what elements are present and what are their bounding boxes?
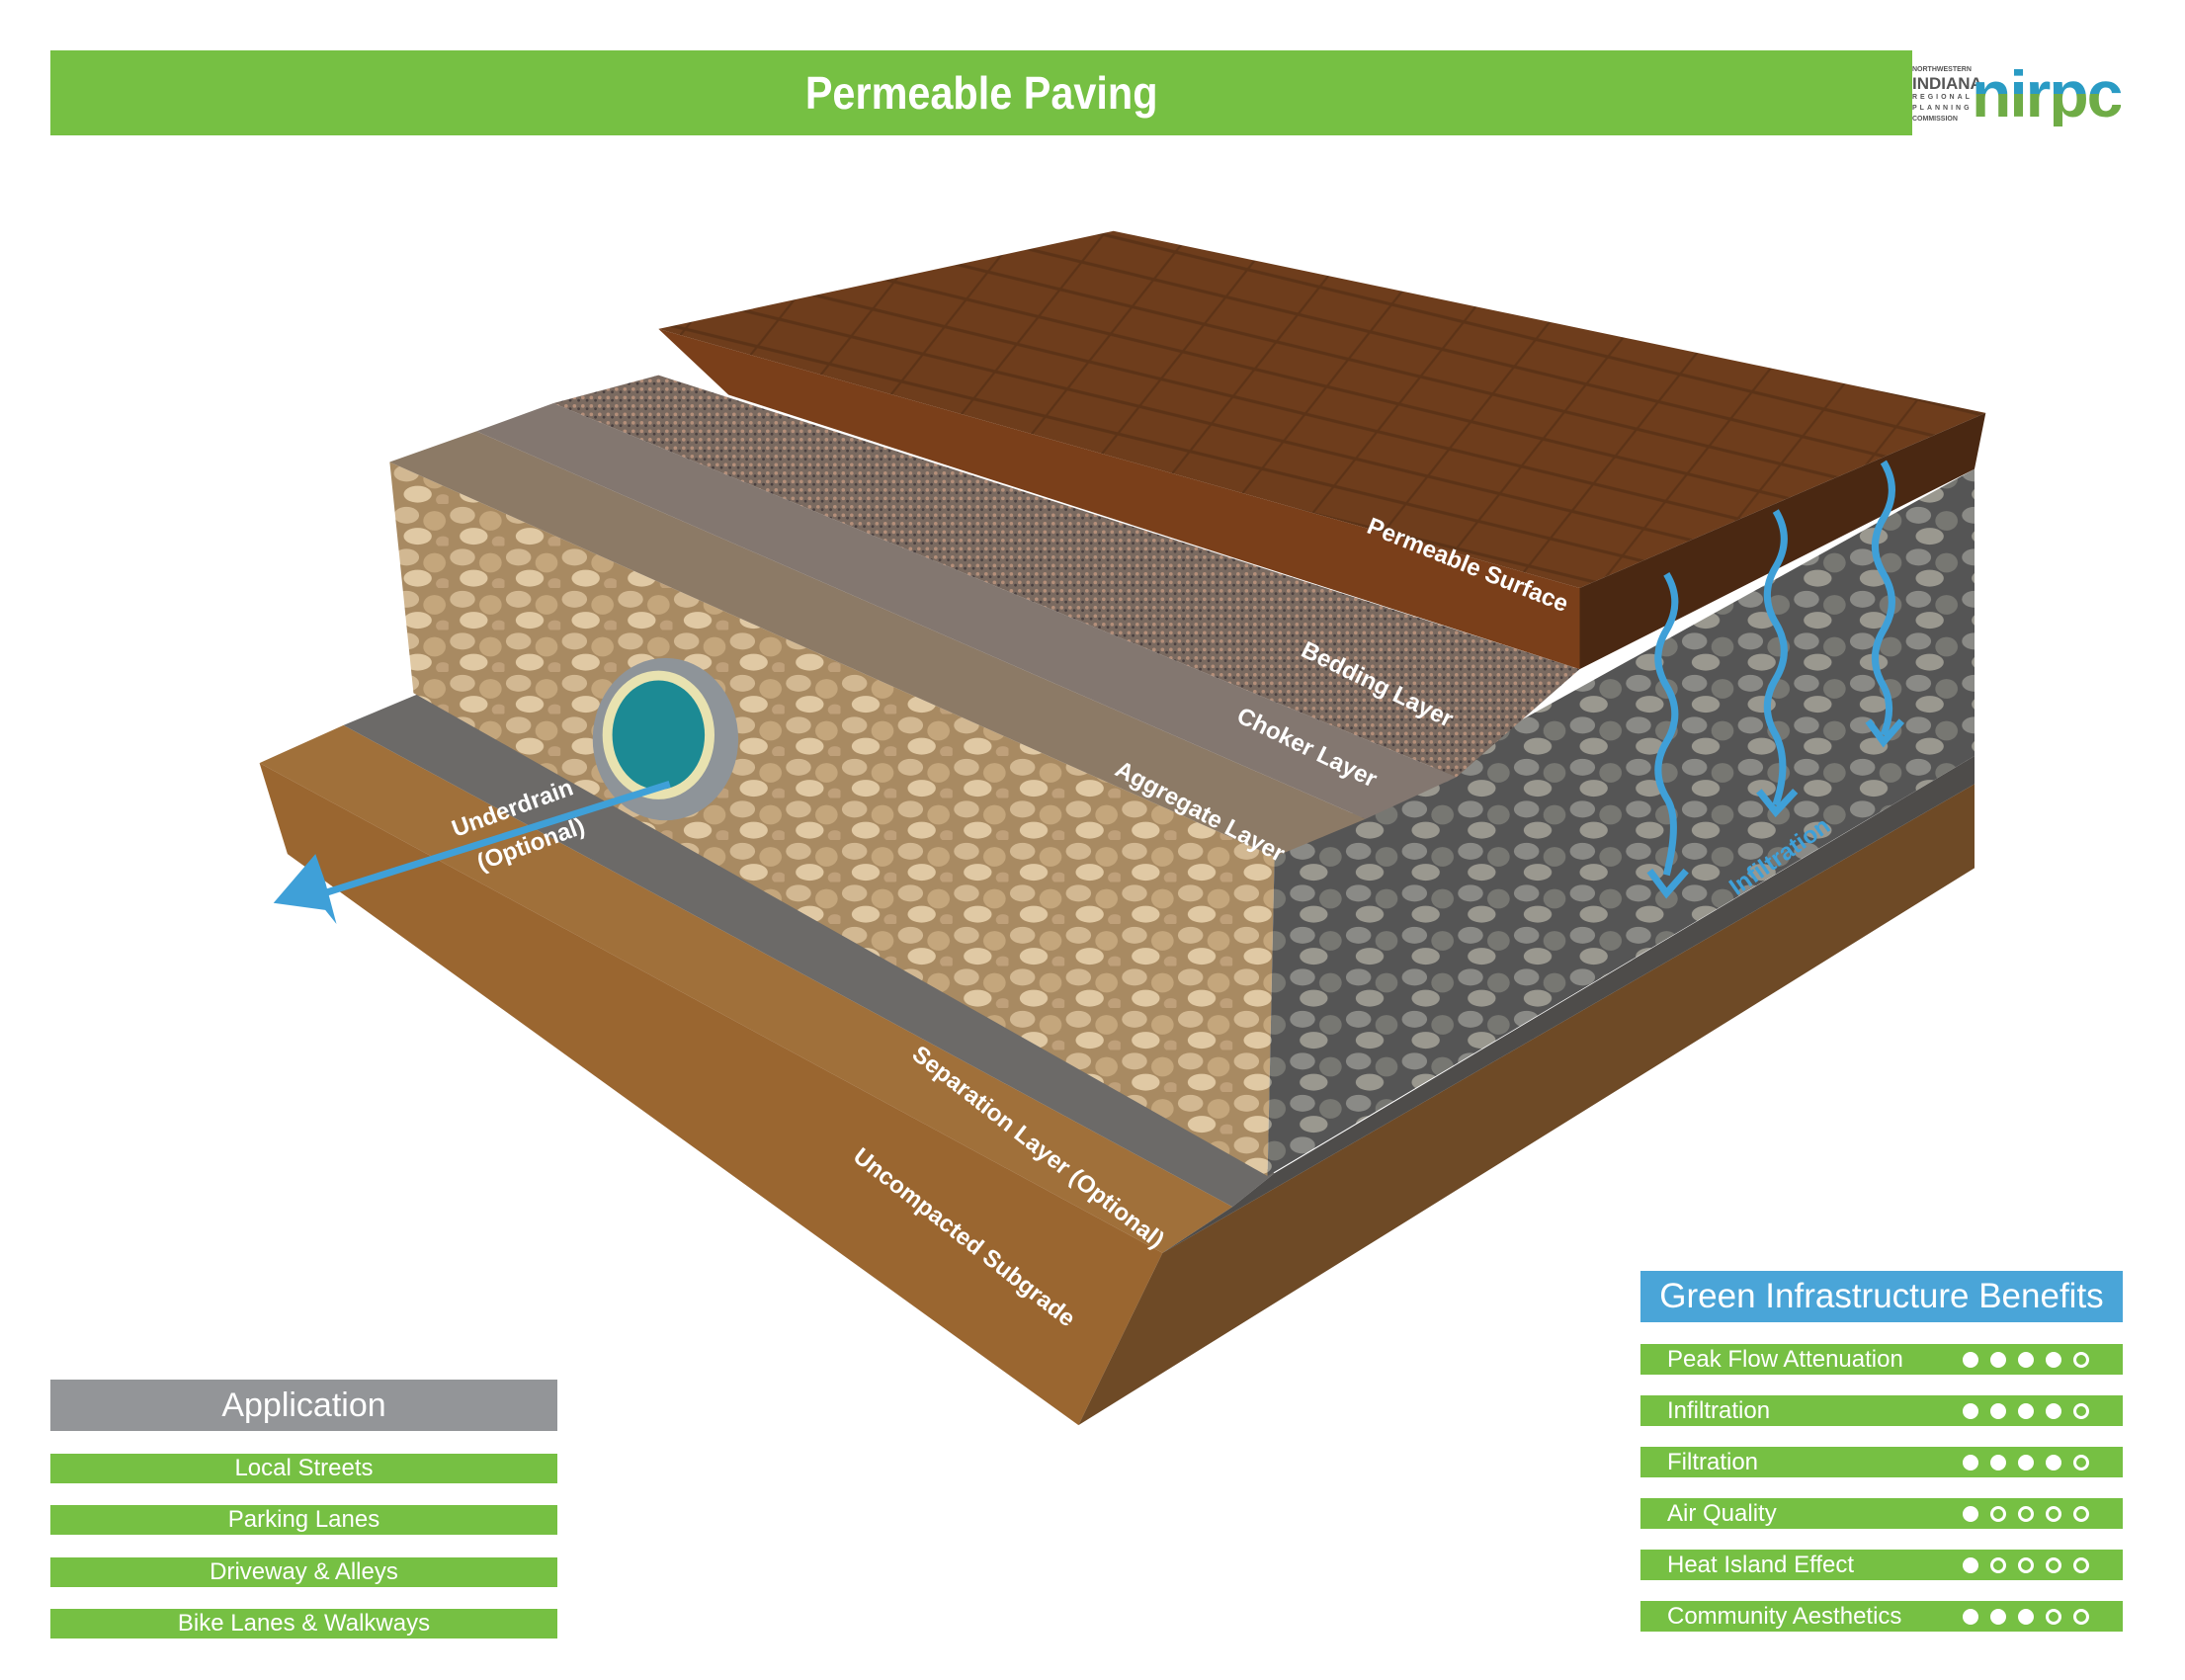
aggregate-right: [1267, 468, 1975, 1176]
application-item: Parking Lanes: [50, 1505, 557, 1535]
benefit-rating: [1963, 1505, 2123, 1522]
separation-right: [1162, 756, 1975, 1253]
benefit-row: Infiltration: [1640, 1395, 2123, 1426]
empty-circle-icon: [2073, 1454, 2089, 1470]
filled-circle-icon: [1990, 1454, 2006, 1470]
filled-circle-icon: [2018, 1454, 2034, 1470]
filled-circle-icon: [2018, 1402, 2034, 1419]
benefit-row: Filtration: [1640, 1447, 2123, 1477]
benefit-rating: [1963, 1402, 2123, 1419]
filled-circle-icon: [1963, 1351, 1978, 1368]
paver-front: [658, 328, 1580, 670]
empty-circle-icon: [2073, 1505, 2089, 1522]
benefit-label: Peak Flow Attenuation: [1667, 1345, 1903, 1373]
benefit-rating: [1963, 1608, 2123, 1625]
benefit-row: Peak Flow Attenuation: [1640, 1344, 2123, 1375]
benefit-label: Infiltration: [1667, 1396, 1771, 1424]
filled-circle-icon: [2046, 1402, 2061, 1419]
benefit-row: Community Aesthetics: [1640, 1601, 2123, 1632]
filled-circle-icon: [1963, 1608, 1978, 1625]
application-item: Bike Lanes & Walkways: [50, 1609, 557, 1638]
empty-circle-icon: [2073, 1351, 2089, 1368]
empty-circle-icon: [2046, 1505, 2061, 1522]
underdrain-arrow-icon: [273, 780, 671, 924]
empty-circle-icon: [2018, 1505, 2034, 1522]
empty-circle-icon: [1990, 1505, 2006, 1522]
paver-top: [658, 230, 1986, 588]
empty-circle-icon: [2046, 1608, 2061, 1625]
nirpc-logo: NORTHWESTERN INDIANA REGIONAL PLANNING C…: [1912, 49, 2149, 138]
empty-circle-icon: [2073, 1402, 2089, 1419]
underdrain-pipe: [592, 657, 739, 821]
benefits-header: Green Infrastructure Benefits: [1640, 1271, 2123, 1322]
application-item: Driveway & Alleys: [50, 1557, 557, 1587]
aggregate-top: [389, 431, 1366, 857]
filled-circle-icon: [1963, 1402, 1978, 1419]
subgrade-top: [259, 724, 1233, 1253]
filled-circle-icon: [2046, 1454, 2061, 1470]
separation-layer: [343, 693, 1275, 1208]
empty-circle-icon: [2046, 1556, 2061, 1573]
benefit-label: Community Aesthetics: [1667, 1602, 1902, 1630]
application-item: Local Streets: [50, 1454, 557, 1483]
subgrade-right: [1078, 784, 1975, 1426]
filled-circle-icon: [1963, 1556, 1978, 1573]
benefit-label: Filtration: [1667, 1448, 1759, 1475]
benefit-rating: [1963, 1556, 2123, 1573]
benefit-rating: [1963, 1351, 2123, 1368]
infiltration-arrows-icon: [1646, 460, 1905, 899]
bedding-layer: [553, 375, 1580, 778]
title-bar: Permeable Paving: [50, 50, 1912, 135]
filled-circle-icon: [2018, 1351, 2034, 1368]
filled-circle-icon: [1990, 1351, 2006, 1368]
filled-circle-icon: [1963, 1454, 1978, 1470]
empty-circle-icon: [2073, 1556, 2089, 1573]
benefit-label: Heat Island Effect: [1667, 1551, 1854, 1578]
benefit-label: Air Quality: [1667, 1499, 1777, 1527]
page-title: Permeable Paving: [804, 67, 1158, 119]
filled-circle-icon: [1990, 1608, 2006, 1625]
filled-circle-icon: [2018, 1608, 2034, 1625]
logo-wordmark: nirpc: [1972, 57, 2123, 130]
benefit-row: Air Quality: [1640, 1498, 2123, 1529]
aggregate-front: [389, 462, 1275, 1176]
choker-layer: [476, 403, 1457, 819]
filled-circle-icon: [2046, 1351, 2061, 1368]
logo-text: NORTHWESTERN INDIANA REGIONAL PLANNING C…: [1912, 65, 1982, 123]
benefit-row: Heat Island Effect: [1640, 1550, 2123, 1580]
empty-circle-icon: [2073, 1608, 2089, 1625]
empty-circle-icon: [1990, 1556, 2006, 1573]
subgrade-front: [259, 763, 1163, 1426]
filled-circle-icon: [1990, 1402, 2006, 1419]
empty-circle-icon: [2018, 1556, 2034, 1573]
benefit-rating: [1963, 1454, 2123, 1470]
application-header: Application: [50, 1380, 557, 1431]
filled-circle-icon: [1963, 1505, 1978, 1522]
